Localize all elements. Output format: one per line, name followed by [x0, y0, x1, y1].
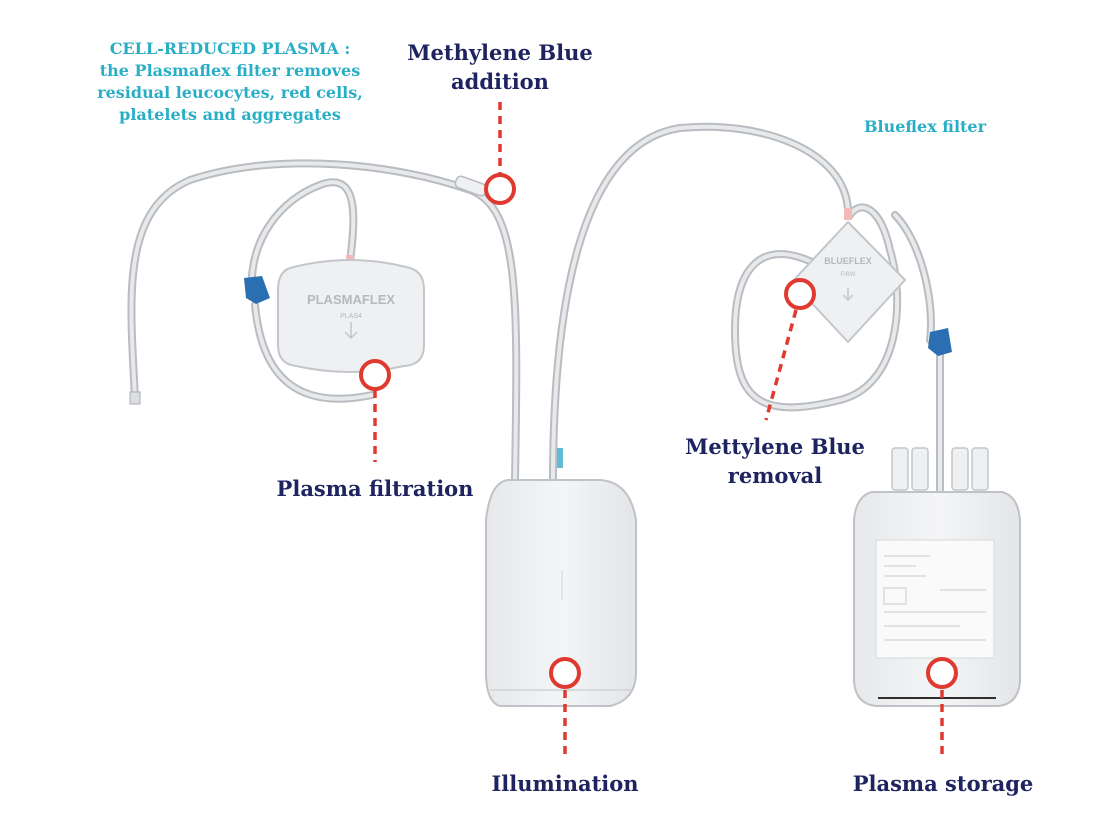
marker-plasma-storage — [926, 657, 958, 689]
cell-reduced-plasma-label: CELL-REDUCED PLASMA : the Plasmaflex fil… — [70, 38, 390, 126]
marker-mb-removal — [784, 278, 816, 310]
illumination-bag — [485, 479, 637, 707]
leader-mb-removal — [764, 309, 798, 421]
plasmaflex-name: PLASMAFLEX — [307, 292, 395, 307]
blueflex-name: BLUEFLEX — [824, 256, 872, 266]
cell-reduced-line-2: residual leucocytes, red cells, — [97, 83, 363, 102]
cell-reduced-line-1: the Plasmaflex filter removes — [99, 61, 361, 80]
tubing — [127, 122, 944, 494]
tubing-clamp-left — [244, 276, 270, 304]
mb-removal-line-2: removal — [727, 463, 823, 488]
cell-reduced-heading: CELL-REDUCED PLASMA : — [109, 39, 351, 58]
cell-reduced-line-3: platelets and aggregates — [119, 105, 341, 124]
methylene-blue-addition-label: Methylene Blue addition — [380, 38, 620, 96]
illumination-label: Illumination — [491, 771, 639, 796]
mb-addition-line-2: addition — [451, 69, 549, 94]
marker-mb-addition — [484, 173, 516, 205]
plasma-storage-label: Plasma storage — [852, 771, 1034, 796]
plasmaflex-model: PLAS4 — [340, 313, 362, 320]
mb-addition-line-1: Methylene Blue — [407, 40, 593, 65]
tubing-clamp-right — [928, 328, 952, 356]
marker-plasma-filtration — [359, 359, 391, 391]
blueflex-model: F/BW — [841, 272, 856, 278]
methylene-blue-removal-label: Mettylene Blue removal — [655, 432, 895, 490]
blueflex-filter: BLUEFLEX F/BW — [791, 221, 906, 343]
mb-removal-line-1: Mettylene Blue — [685, 434, 865, 459]
plasma-storage-bag — [853, 447, 1021, 707]
marker-illumination — [549, 657, 581, 689]
plasma-filtration-label: Plasma filtration — [276, 476, 474, 501]
plasmaflex-filter: PLASMAFLEX PLAS4 — [277, 259, 425, 373]
markers — [359, 102, 958, 760]
blueflex-filter-label: Blueflex filter — [863, 117, 987, 136]
